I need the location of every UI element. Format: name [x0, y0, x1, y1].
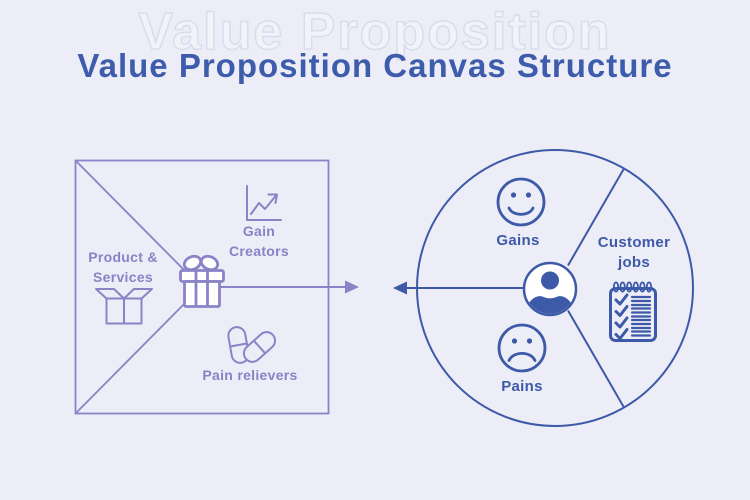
- product-services-label: Product & Services: [88, 249, 158, 285]
- pains-label: Pains: [501, 378, 543, 395]
- smiley-face-icon: [496, 177, 546, 227]
- customer-profile-circle: [393, 149, 694, 427]
- right-arrowhead-icon: [345, 280, 359, 294]
- value-map-square: [74, 159, 359, 415]
- person-icon: [522, 261, 578, 317]
- gain-creators-label: Gain Creators: [229, 223, 289, 259]
- growth-chart-icon: [246, 185, 282, 221]
- gift-icon: [179, 254, 225, 308]
- open-box-icon: [95, 288, 153, 325]
- page-title: Value Proposition Canvas Structure: [77, 47, 673, 84]
- checklist-icon: [609, 281, 657, 342]
- left-arrowhead-icon: [393, 281, 407, 295]
- circle-divider-bottom: [567, 310, 625, 408]
- pain-relievers-label: Pain relievers: [202, 367, 298, 383]
- gains-label: Gains: [496, 232, 540, 249]
- circle-divider-top: [567, 168, 625, 266]
- square-diagonal-top: [74, 159, 202, 288]
- pills-icon: [227, 326, 277, 364]
- sad-face-icon: [497, 323, 547, 373]
- square-diagonal-bottom: [74, 286, 202, 415]
- customer-jobs-label: Customer jobs: [597, 234, 671, 271]
- ghost-background-title: Value Proposition: [138, 2, 612, 62]
